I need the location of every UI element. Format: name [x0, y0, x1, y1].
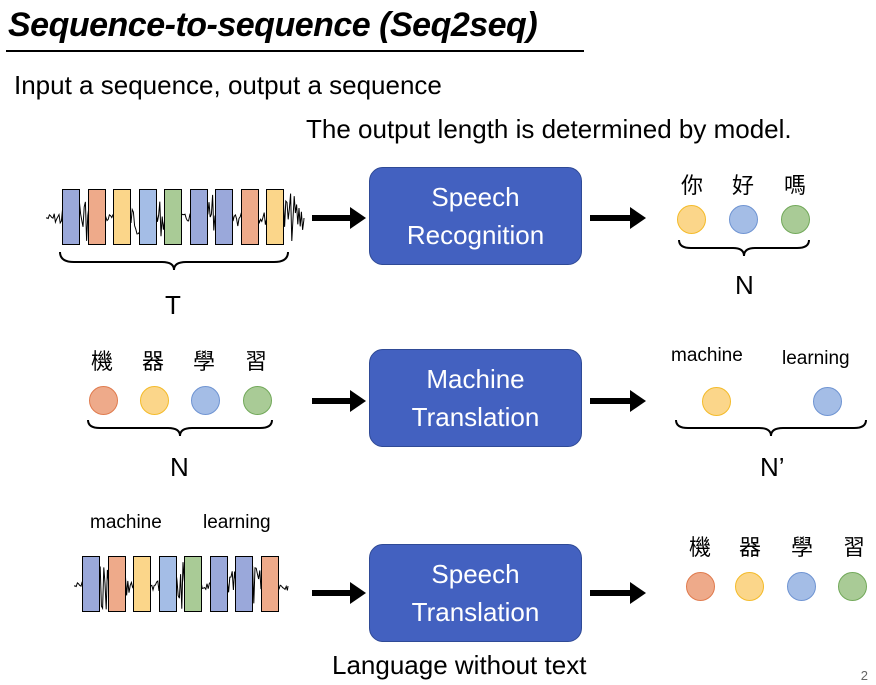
output-token-label: 嗎 — [784, 174, 807, 199]
audio-frame-orange — [240, 189, 259, 245]
token-circle-orange — [686, 572, 715, 601]
token-circle-yellow — [140, 386, 169, 415]
audio-frame-navy — [235, 556, 253, 612]
arrow-right-icon — [590, 582, 646, 604]
token-circle-green — [781, 205, 810, 234]
output-token-label: 機 — [689, 536, 712, 561]
brace-output-N-prime — [675, 419, 867, 437]
language-without-text-caption: Language without text — [332, 650, 587, 680]
waveform-path — [73, 562, 289, 611]
audio-frame-navy — [209, 556, 228, 612]
audio-frame-orange — [87, 189, 106, 245]
token-circle-green — [838, 572, 867, 601]
output-token-label: learning — [782, 348, 850, 369]
page-number: 2 — [860, 668, 868, 683]
audio-frame-navy — [82, 556, 100, 612]
arrow-right-icon — [312, 207, 366, 229]
box-line-2: Translation — [411, 597, 540, 627]
token-circle-blue — [729, 205, 758, 234]
audio-frame-navy — [215, 189, 233, 245]
token-circle-yellow — [735, 572, 764, 601]
token-circle-orange — [89, 386, 118, 415]
output-length-N: N — [735, 270, 754, 300]
token-circle-yellow — [677, 205, 706, 234]
brace-input-N — [87, 419, 273, 437]
input-length-N: N — [170, 452, 189, 482]
audio-frame-navy — [62, 189, 80, 245]
token-circle-blue — [787, 572, 816, 601]
box-line-2: Recognition — [406, 220, 545, 250]
audio-frame-yellow — [266, 189, 284, 245]
arrow-right-icon — [312, 390, 366, 412]
output-token-label: 器 — [739, 536, 762, 561]
arrow-right-icon — [590, 207, 646, 229]
input-word-label: learning — [203, 512, 271, 533]
audio-frame-orange — [260, 556, 279, 612]
audio-frame-green — [184, 556, 202, 612]
arrow-right-icon — [590, 390, 646, 412]
box-line-1: Machine — [426, 364, 525, 394]
box-line-1: Speech — [431, 559, 520, 589]
slide-title: Sequence-to-sequence (Seq2seq) — [8, 6, 538, 44]
input-token-label: 機 — [91, 350, 114, 375]
audio-frame-yellow — [113, 189, 131, 245]
output-token-label: machine — [671, 345, 743, 366]
output-token-label: 你 — [681, 174, 704, 199]
slide-subtitle: Input a sequence, output a sequence — [14, 70, 442, 100]
audio-frame-navy — [189, 189, 208, 245]
audio-frame-green — [164, 189, 182, 245]
audio-frame-blue — [158, 556, 177, 612]
input-length-T: T — [165, 290, 181, 320]
waveform-speech-translation — [73, 562, 289, 611]
box-line-1: Speech — [431, 182, 520, 212]
machine-translation-box: Machine Translation — [369, 349, 582, 447]
brace-input-T — [59, 251, 289, 271]
input-token-label: 習 — [245, 350, 268, 375]
output-length-note: The output length is determined by model… — [306, 114, 792, 144]
input-token-label: 學 — [193, 350, 216, 375]
output-length-N-prime: N’ — [760, 452, 785, 482]
box-line-2: Translation — [411, 402, 540, 432]
input-token-label: 器 — [142, 350, 165, 375]
brace-output-N — [678, 239, 810, 257]
audio-frame-orange — [107, 556, 126, 612]
title-underline — [6, 50, 584, 52]
token-circle-blue — [813, 387, 842, 416]
speech-recognition-box: Speech Recognition — [369, 167, 582, 265]
input-word-label: machine — [90, 512, 162, 533]
speech-translation-box: Speech Translation — [369, 544, 582, 642]
token-circle-yellow — [702, 387, 731, 416]
output-token-label: 習 — [843, 536, 866, 561]
output-token-label: 好 — [732, 174, 755, 199]
output-token-label: 學 — [791, 536, 814, 561]
arrow-right-icon — [312, 582, 366, 604]
token-circle-blue — [191, 386, 220, 415]
audio-frame-yellow — [133, 556, 151, 612]
token-circle-green — [243, 386, 272, 415]
audio-frame-blue — [138, 189, 157, 245]
